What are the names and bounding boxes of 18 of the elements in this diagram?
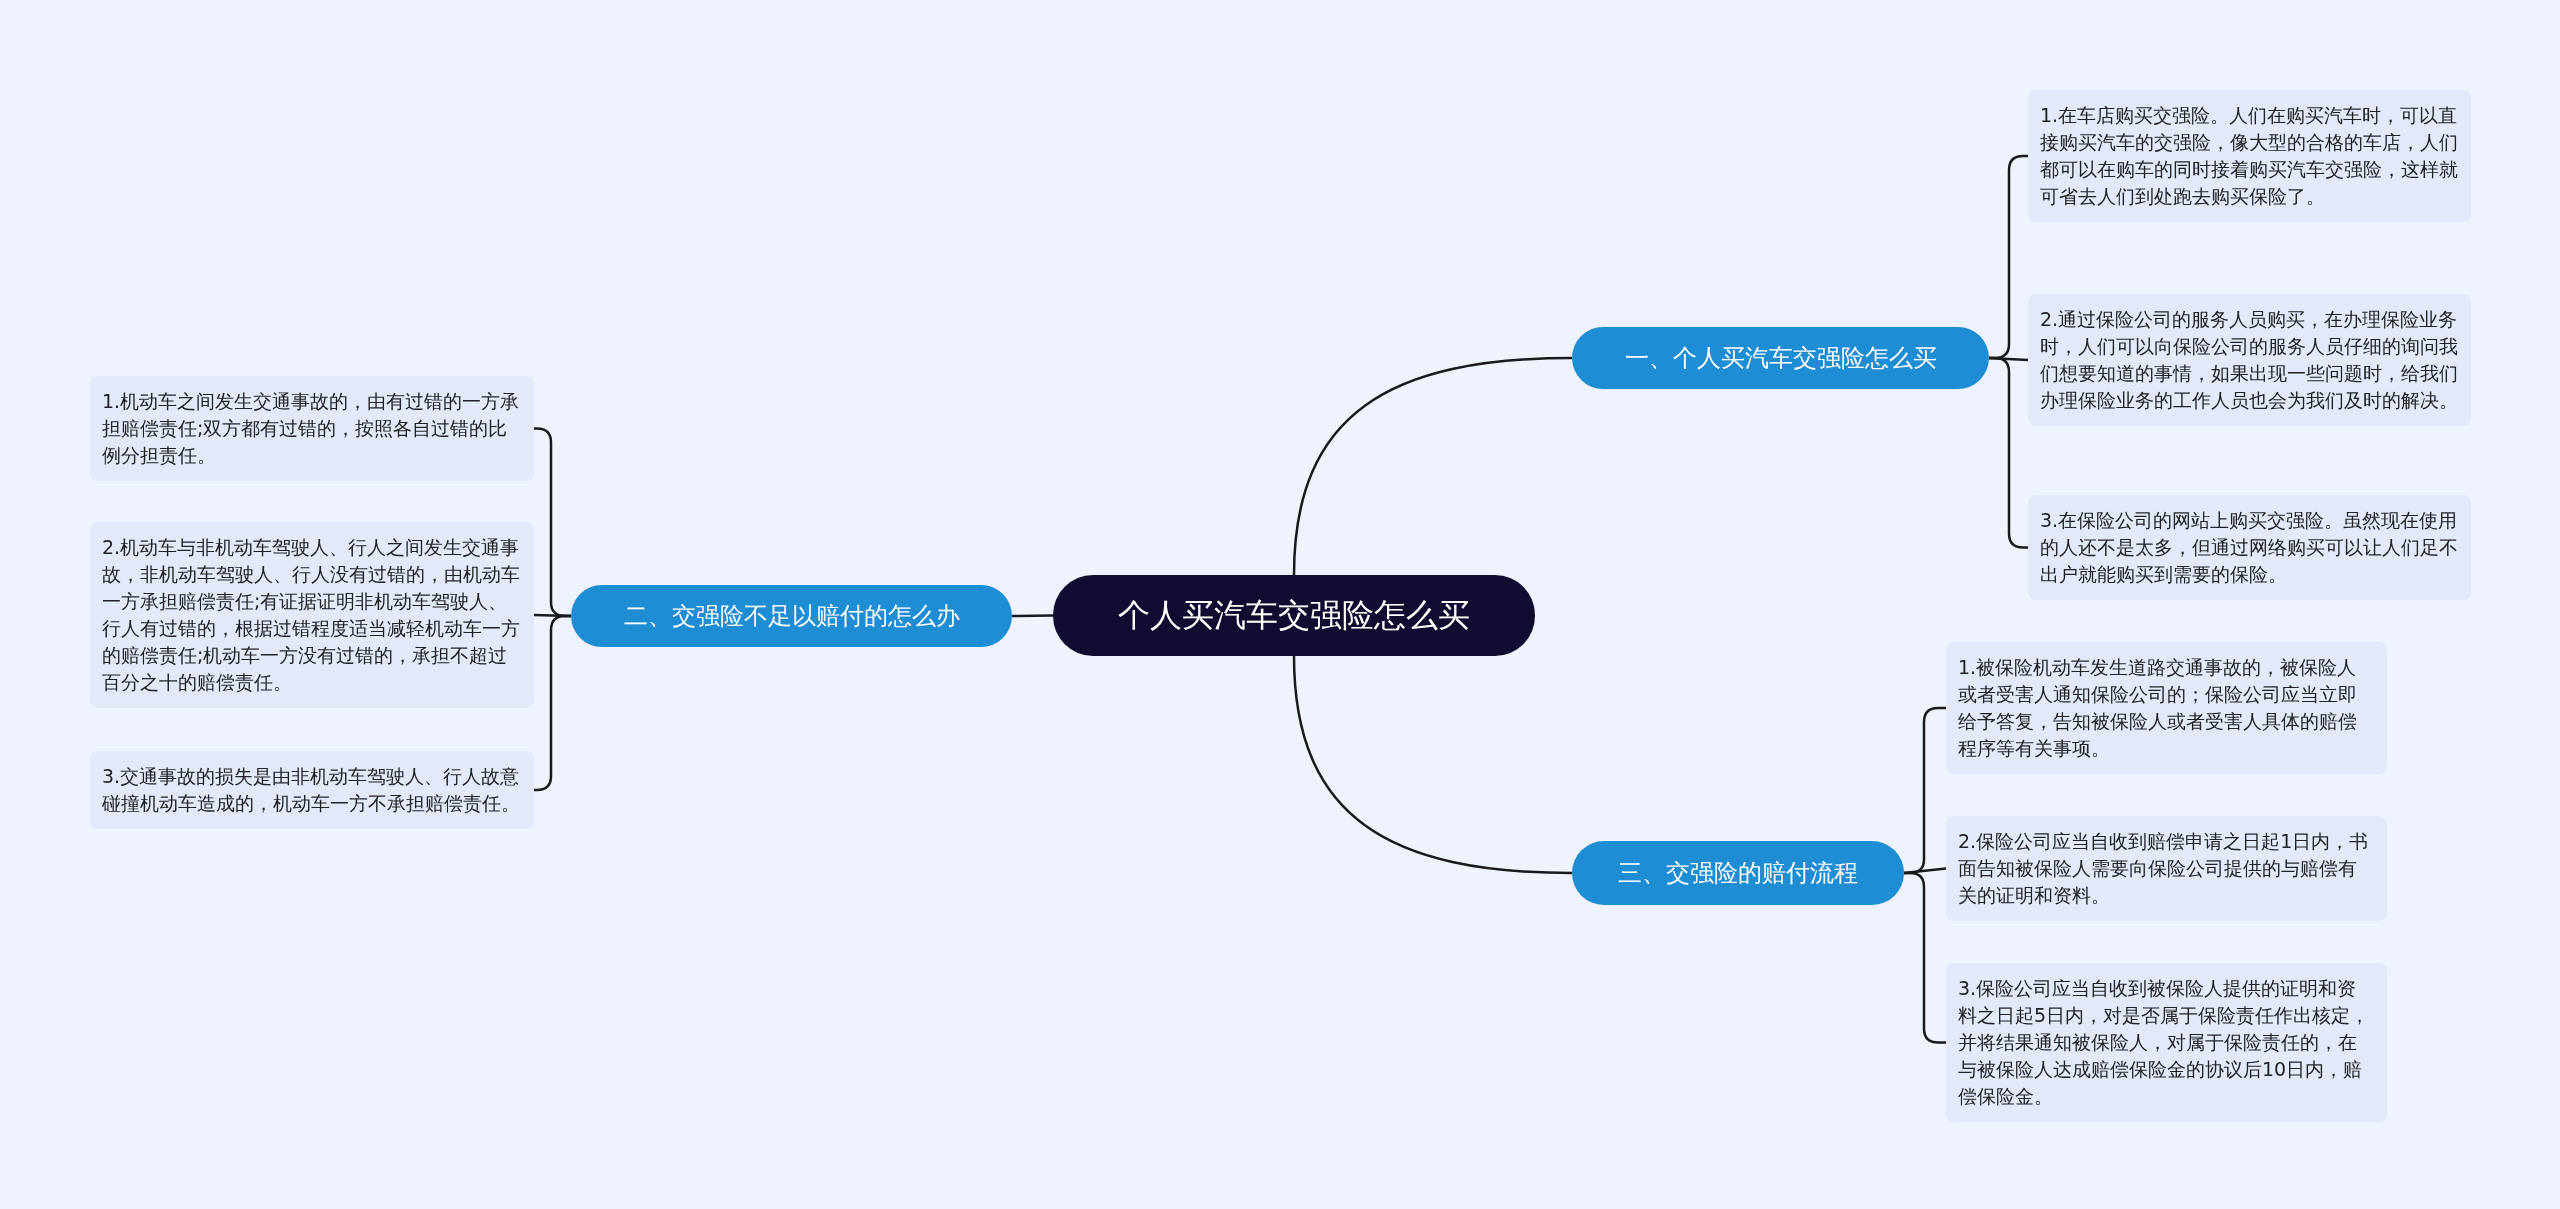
connector-line xyxy=(1292,356,1573,576)
note-box: 2.机动车与非机动车驾驶人、行人之间发生交通事故，非机动车驾驶人、行人没有过错的，由机动车一方承担赔偿责任;有证据证明非机动车驾驶人、行人有过错的，根据过错程度适当减轻机动车一方的赔偿责任;机动车一方没有过错的，承担不超过百分之十的赔偿责任。 xyxy=(90,522,534,708)
note-box: 1.机动车之间发生交通事故的，由有过错的一方承担赔偿责任;双方都有过错的，按照各自过错的比例分担责任。 xyxy=(90,376,534,481)
connector-line xyxy=(1012,614,1053,618)
topic-box: 二、交强险不足以赔付的怎么办 xyxy=(571,585,1012,647)
connector-line xyxy=(1903,867,1947,875)
note-box: 2.通过保险公司的服务人员购买，在办理保险业务时，人们可以向保险公司的服务人员仔细的询问我们想要知道的事情，如果出现一些问题时，给我们办理保险业务的工作人员也会为我们及时的解决。 xyxy=(2028,294,2471,426)
note-box: 3.保险公司应当自收到被保险人提供的证明和资料之日起5日内，对是否属于保险责任作出核定，并将结果通知被保险人，对属于保险责任的，在与被保险人达成赔偿保险金的协议后10日内，赔偿保险金。 xyxy=(1946,963,2387,1122)
note-box: 3.在保险公司的网站上购买交强险。虽然现在使用的人还不是太多，但通过网络购买可以让人们足不出户就能购买到需要的保险。 xyxy=(2028,495,2471,600)
note-box: 3.交通事故的损失是由非机动车驾驶人、行人故意碰撞机动车造成的，机动车一方不承担赔偿责任。 xyxy=(90,751,534,829)
topic-box: 三、交强险的赔付流程 xyxy=(1572,841,1904,905)
connector-line xyxy=(1292,655,1573,875)
topic-box: 一、个人买汽车交强险怎么买 xyxy=(1572,327,1989,389)
note-box: 2.保险公司应当自收到赔偿申请之日起1日内，书面告知被保险人需要向保险公司提供的与赔偿有关的证明和资料。 xyxy=(1946,816,2387,921)
connector-line xyxy=(1904,871,1946,1044)
note-box: 1.被保险机动车发生道路交通事故的，被保险人或者受害人通知保险公司的；保险公司应当立即给予答复，告知被保险人或者受害人具体的赔偿程序等有关事项。 xyxy=(1946,642,2387,774)
note-box: 1.在车店购买交强险。人们在购买汽车时，可以直接购买汽车的交强险，像大型的合格的车店，人们都可以在购车的同时接着购买汽车交强险，这样就可省去人们到处跑去购买保险了。 xyxy=(2028,90,2471,222)
central-topic: 个人买汽车交强险怎么买 xyxy=(1053,575,1535,656)
